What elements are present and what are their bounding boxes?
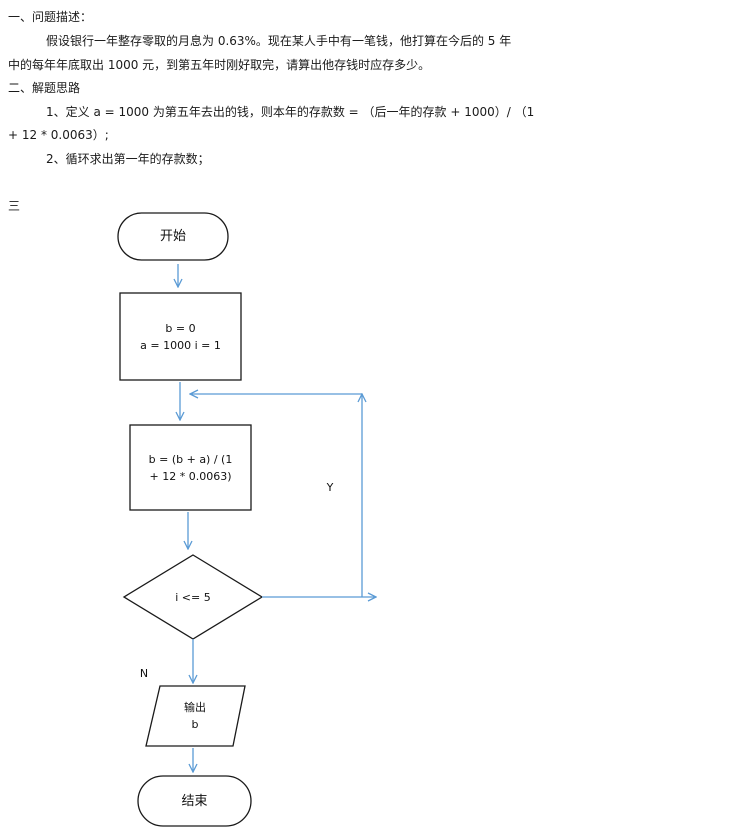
init-line2: a = 1000 i = 1: [140, 338, 221, 352]
start-label: 开始: [159, 229, 186, 244]
init-text: b = 0 a = 1000 i = 1: [120, 293, 241, 380]
output-parallelogram: [145, 685, 246, 747]
yes-label: Y: [326, 480, 334, 494]
section1-heading: 一、问题描述：: [8, 10, 93, 24]
start-terminal: [117, 212, 229, 261]
section2-step1-line2: + 12 * 0.0063）;: [8, 128, 109, 142]
no-label: N: [139, 666, 149, 680]
condition-text: i <= 5: [175, 590, 211, 604]
section2-step1-line1: 1、定义 a = 1000 为第五年去出的钱，则本年的存款数 = （后一年的存款…: [46, 105, 535, 119]
init-line1: b = 0: [165, 321, 196, 335]
output-line2: b: [191, 718, 199, 731]
process-line2: + 12 * 0.0063): [149, 469, 232, 483]
init-box: [119, 292, 242, 381]
section2-step2: 2、循环求出第一年的存款数；: [46, 152, 210, 166]
section2-heading: 二、解题思路: [8, 81, 81, 95]
process-box: [129, 424, 252, 511]
end-label: 结束: [181, 793, 208, 809]
output-line1: 输出: [184, 701, 206, 714]
output-text: 输出 b: [150, 690, 240, 742]
end-terminal: [137, 775, 252, 827]
section3-heading: 三: [8, 199, 21, 213]
process-text: b = (b + a) / (1 + 12 * 0.0063): [130, 425, 251, 510]
section1-body-line1: 假设银行一年整存零取的月息为 0.63%。现在某人手中有一笔钱，他打算在今后的 …: [46, 34, 512, 48]
process-line1: b = (b + a) / (1: [148, 452, 233, 466]
section1-body-line2: 中的每年年底取出 1000 元，到第五年时刚好取完，请算出他存钱时应存多少。: [8, 58, 431, 72]
